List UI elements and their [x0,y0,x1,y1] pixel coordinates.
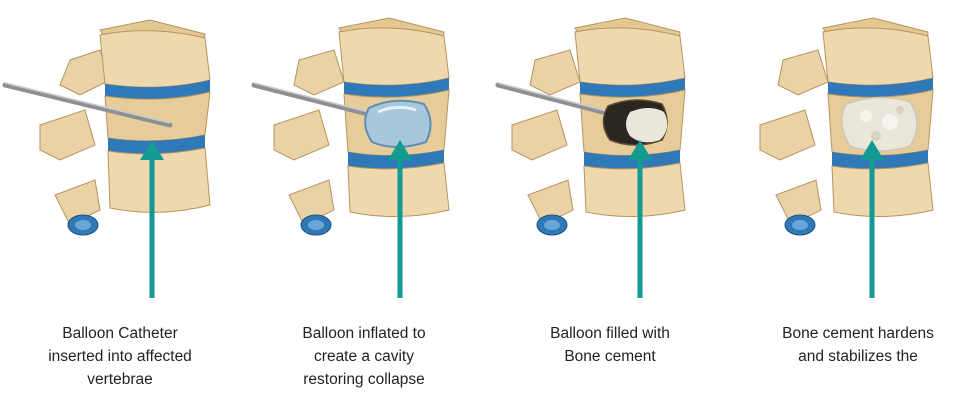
step-3-caption: Balloon filled with Bone cement [490,322,730,368]
caption-line: Balloon filled with [490,322,730,345]
caption-line: Balloon Catheter [0,322,240,345]
caption-line: Bone cement hardens [738,322,978,345]
step-1-caption: Balloon Catheter inserted into affected … [0,322,240,391]
caption-line: Bone cement [490,345,730,368]
caption-line: restoring collapse [244,368,484,391]
vertebra-catheter-illustration [0,0,240,300]
vertebra-balloon-inflated-illustration [244,0,484,300]
vertebra-cement-filling-illustration [490,0,730,300]
step-3-panel: Balloon filled with Bone cement [490,0,730,404]
step-2-panel: Balloon inflated to create a cavity rest… [244,0,484,404]
step-4-panel: Bone cement hardens and stabilizes the [738,0,978,404]
step-4-caption: Bone cement hardens and stabilizes the [738,322,978,368]
step-1-panel: Balloon Catheter inserted into affected … [0,0,240,404]
caption-line: inserted into affected [0,345,240,368]
step-2-caption: Balloon inflated to create a cavity rest… [244,322,484,391]
vertebra-cement-hardened-illustration [738,0,978,300]
caption-line: Balloon inflated to [244,322,484,345]
caption-line: vertebrae [0,368,240,391]
caption-line: create a cavity [244,345,484,368]
caption-line: and stabilizes the [738,345,978,368]
